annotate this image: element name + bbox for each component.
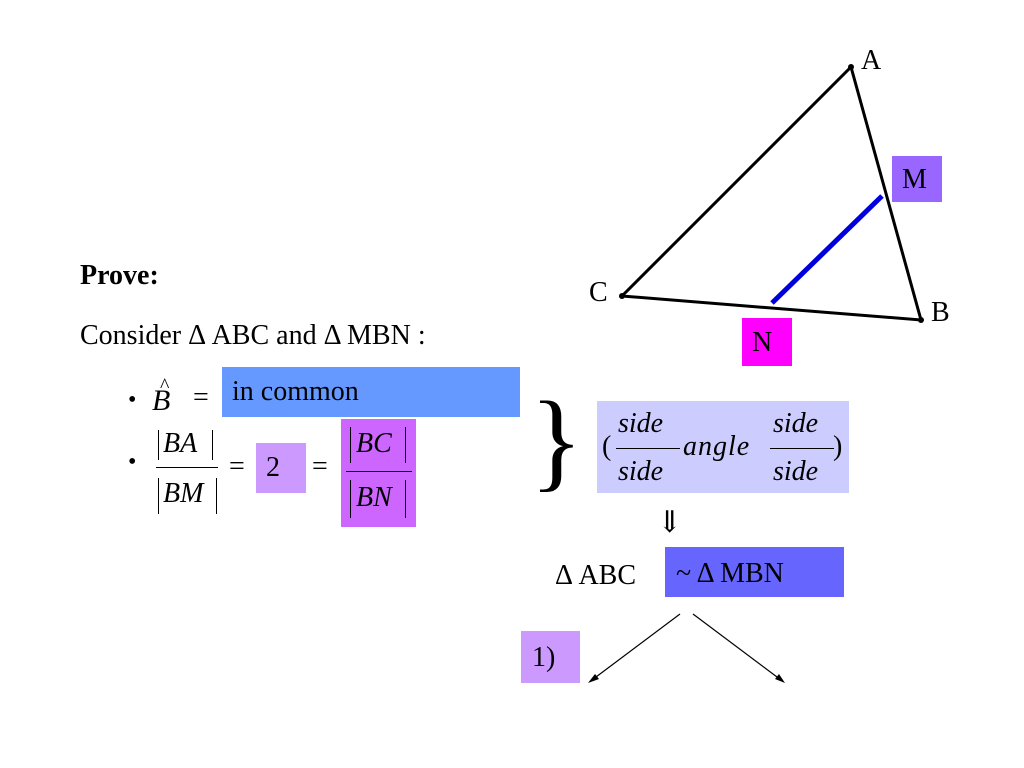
abs-bar [158,478,159,514]
abs-bar [158,430,159,460]
in-common-box [222,367,520,417]
angle-equals: = [193,382,209,413]
criterion-angle: angle [683,431,751,462]
implies-arrow: ⇓ [657,506,683,539]
ratio-left-numerator: BA [163,428,198,459]
criterion-side-num-1: side [618,408,664,439]
vertex-b-dot [918,317,924,323]
angle-b-hat: ^ [160,375,170,397]
arrow-right-head [775,674,785,683]
fraction-line [616,448,680,449]
abs-bar [216,478,217,514]
abs-bar [350,427,351,463]
fraction-line [770,448,834,449]
point-label-m: M [902,164,927,195]
abs-bar [212,430,213,460]
point-n-box [742,318,792,366]
vertex-label-c: C [589,277,608,308]
point-label-n: N [752,327,773,358]
arrow-left [591,613,681,681]
criterion-open-paren: ( [602,431,612,462]
vertex-c-dot [619,293,625,299]
step-box [521,631,580,683]
criterion-side-den-1: side [618,456,664,487]
ratio-value-box [256,443,306,493]
criterion-close-paren: ) [833,431,843,462]
bullet-1: • [128,387,137,413]
criterion-box [597,401,849,493]
step-label: 1) [532,642,556,673]
ratio-left-denominator: BM [163,478,204,509]
fraction-line [156,467,218,468]
criterion-side-den-2: side [773,456,819,487]
conclusion-left: Δ ABC [555,560,637,591]
bullet-2: • [128,449,137,475]
vertex-label-b: B [931,297,950,328]
point-m-box [892,156,942,202]
ratio-value: 2 [266,452,280,483]
conclusion-right: ~ Δ MBN [676,558,784,589]
curly-brace: } [530,379,583,501]
vertex-a-dot [848,64,854,70]
proof-heading: Prove: [80,260,159,291]
ratio-equals-2: = [312,451,328,482]
abs-bar [405,427,406,463]
consider-line: Consider Δ ABC and Δ MBN : [80,320,426,351]
ratio-right-denominator: BN [356,482,392,513]
in-common-text: in common [232,376,359,407]
ratio-right-numerator: BC [356,428,392,459]
arrow-right [692,613,782,681]
vertex-label-a: A [861,45,882,76]
criterion-side-num-2: side [773,408,819,439]
ratio-right-box [341,419,416,527]
abs-bar [405,480,406,518]
ratio-equals-1: = [229,451,245,482]
angle-b-var: B [152,384,171,417]
similar-box [665,547,844,597]
abs-bar [350,480,351,518]
arrow-left-head [588,674,599,683]
triangle-abc [618,64,924,322]
segment-mn [770,194,884,305]
fraction-line [346,471,412,472]
